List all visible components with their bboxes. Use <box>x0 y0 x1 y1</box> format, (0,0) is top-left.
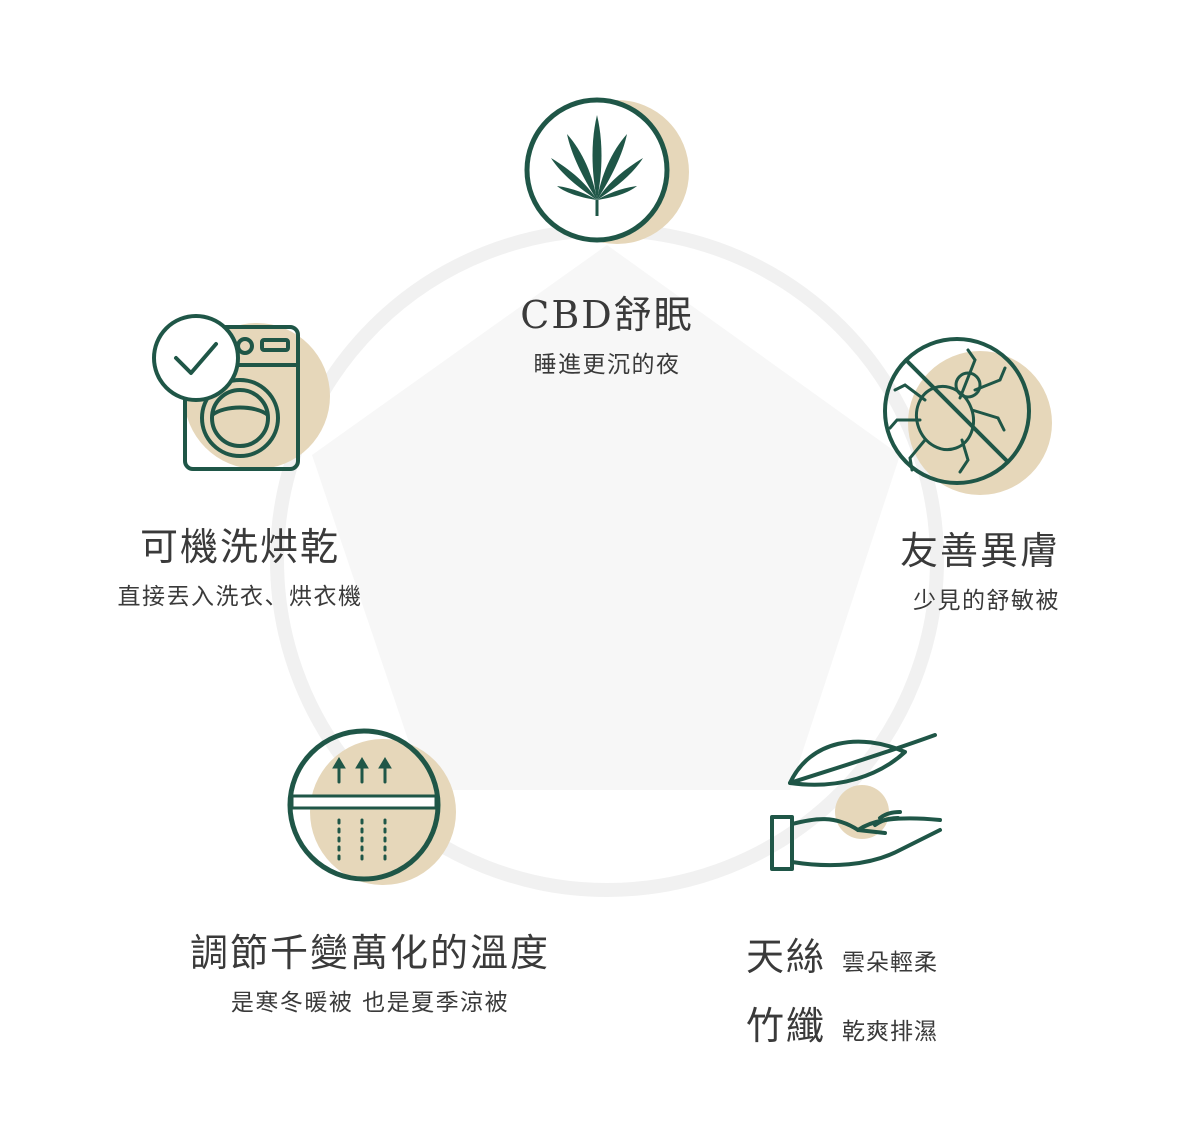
feature-temperature: 調節千變萬化的溫度 是寒冬暖被 也是夏季涼被 <box>130 934 610 1015</box>
hand-leaf-icon <box>770 733 942 871</box>
breathable-fabric-icon <box>287 728 456 885</box>
washing-machine-check-icon <box>152 314 330 471</box>
feature-subtitle: 少見的舒敏被 <box>913 588 1060 614</box>
fiber-row-1: 天絲 雲朵輕柔 <box>746 926 1046 981</box>
feature-cbd: CBD舒眠 睡進更沉的夜 <box>497 296 717 377</box>
feature-title: 調節千變萬化的溫度 <box>189 931 550 975</box>
cannabis-leaf-icon <box>524 97 689 244</box>
fiber-big-label: 竹纖 <box>746 1004 827 1048</box>
fiber-small-label: 乾爽排濕 <box>842 1019 939 1045</box>
feature-fiber: 天絲 雲朵輕柔 竹纖 乾爽排濕 <box>746 926 1046 1050</box>
feature-title: 友善異膚 <box>899 529 1060 573</box>
feature-subtitle: 是寒冬暖被 也是夏季涼被 <box>230 990 510 1016</box>
feature-washable: 可機洗烘乾 直接丟入洗衣、烘衣機 <box>80 528 400 609</box>
feature-title: CBD舒眠 <box>520 293 694 337</box>
fiber-small-label: 雲朵輕柔 <box>842 950 939 976</box>
feature-allergy: 友善異膚 少見的舒敏被 <box>840 532 1060 613</box>
feature-title: 可機洗烘乾 <box>139 525 340 569</box>
dust-mite-prohibited-icon <box>883 337 1052 495</box>
feature-subtitle: 睡進更沉的夜 <box>533 352 681 378</box>
fiber-row-2: 竹纖 乾爽排濕 <box>746 995 1046 1050</box>
fiber-big-label: 天絲 <box>746 935 827 979</box>
background-pentagon <box>312 245 900 790</box>
feature-subtitle: 直接丟入洗衣、烘衣機 <box>117 584 363 610</box>
